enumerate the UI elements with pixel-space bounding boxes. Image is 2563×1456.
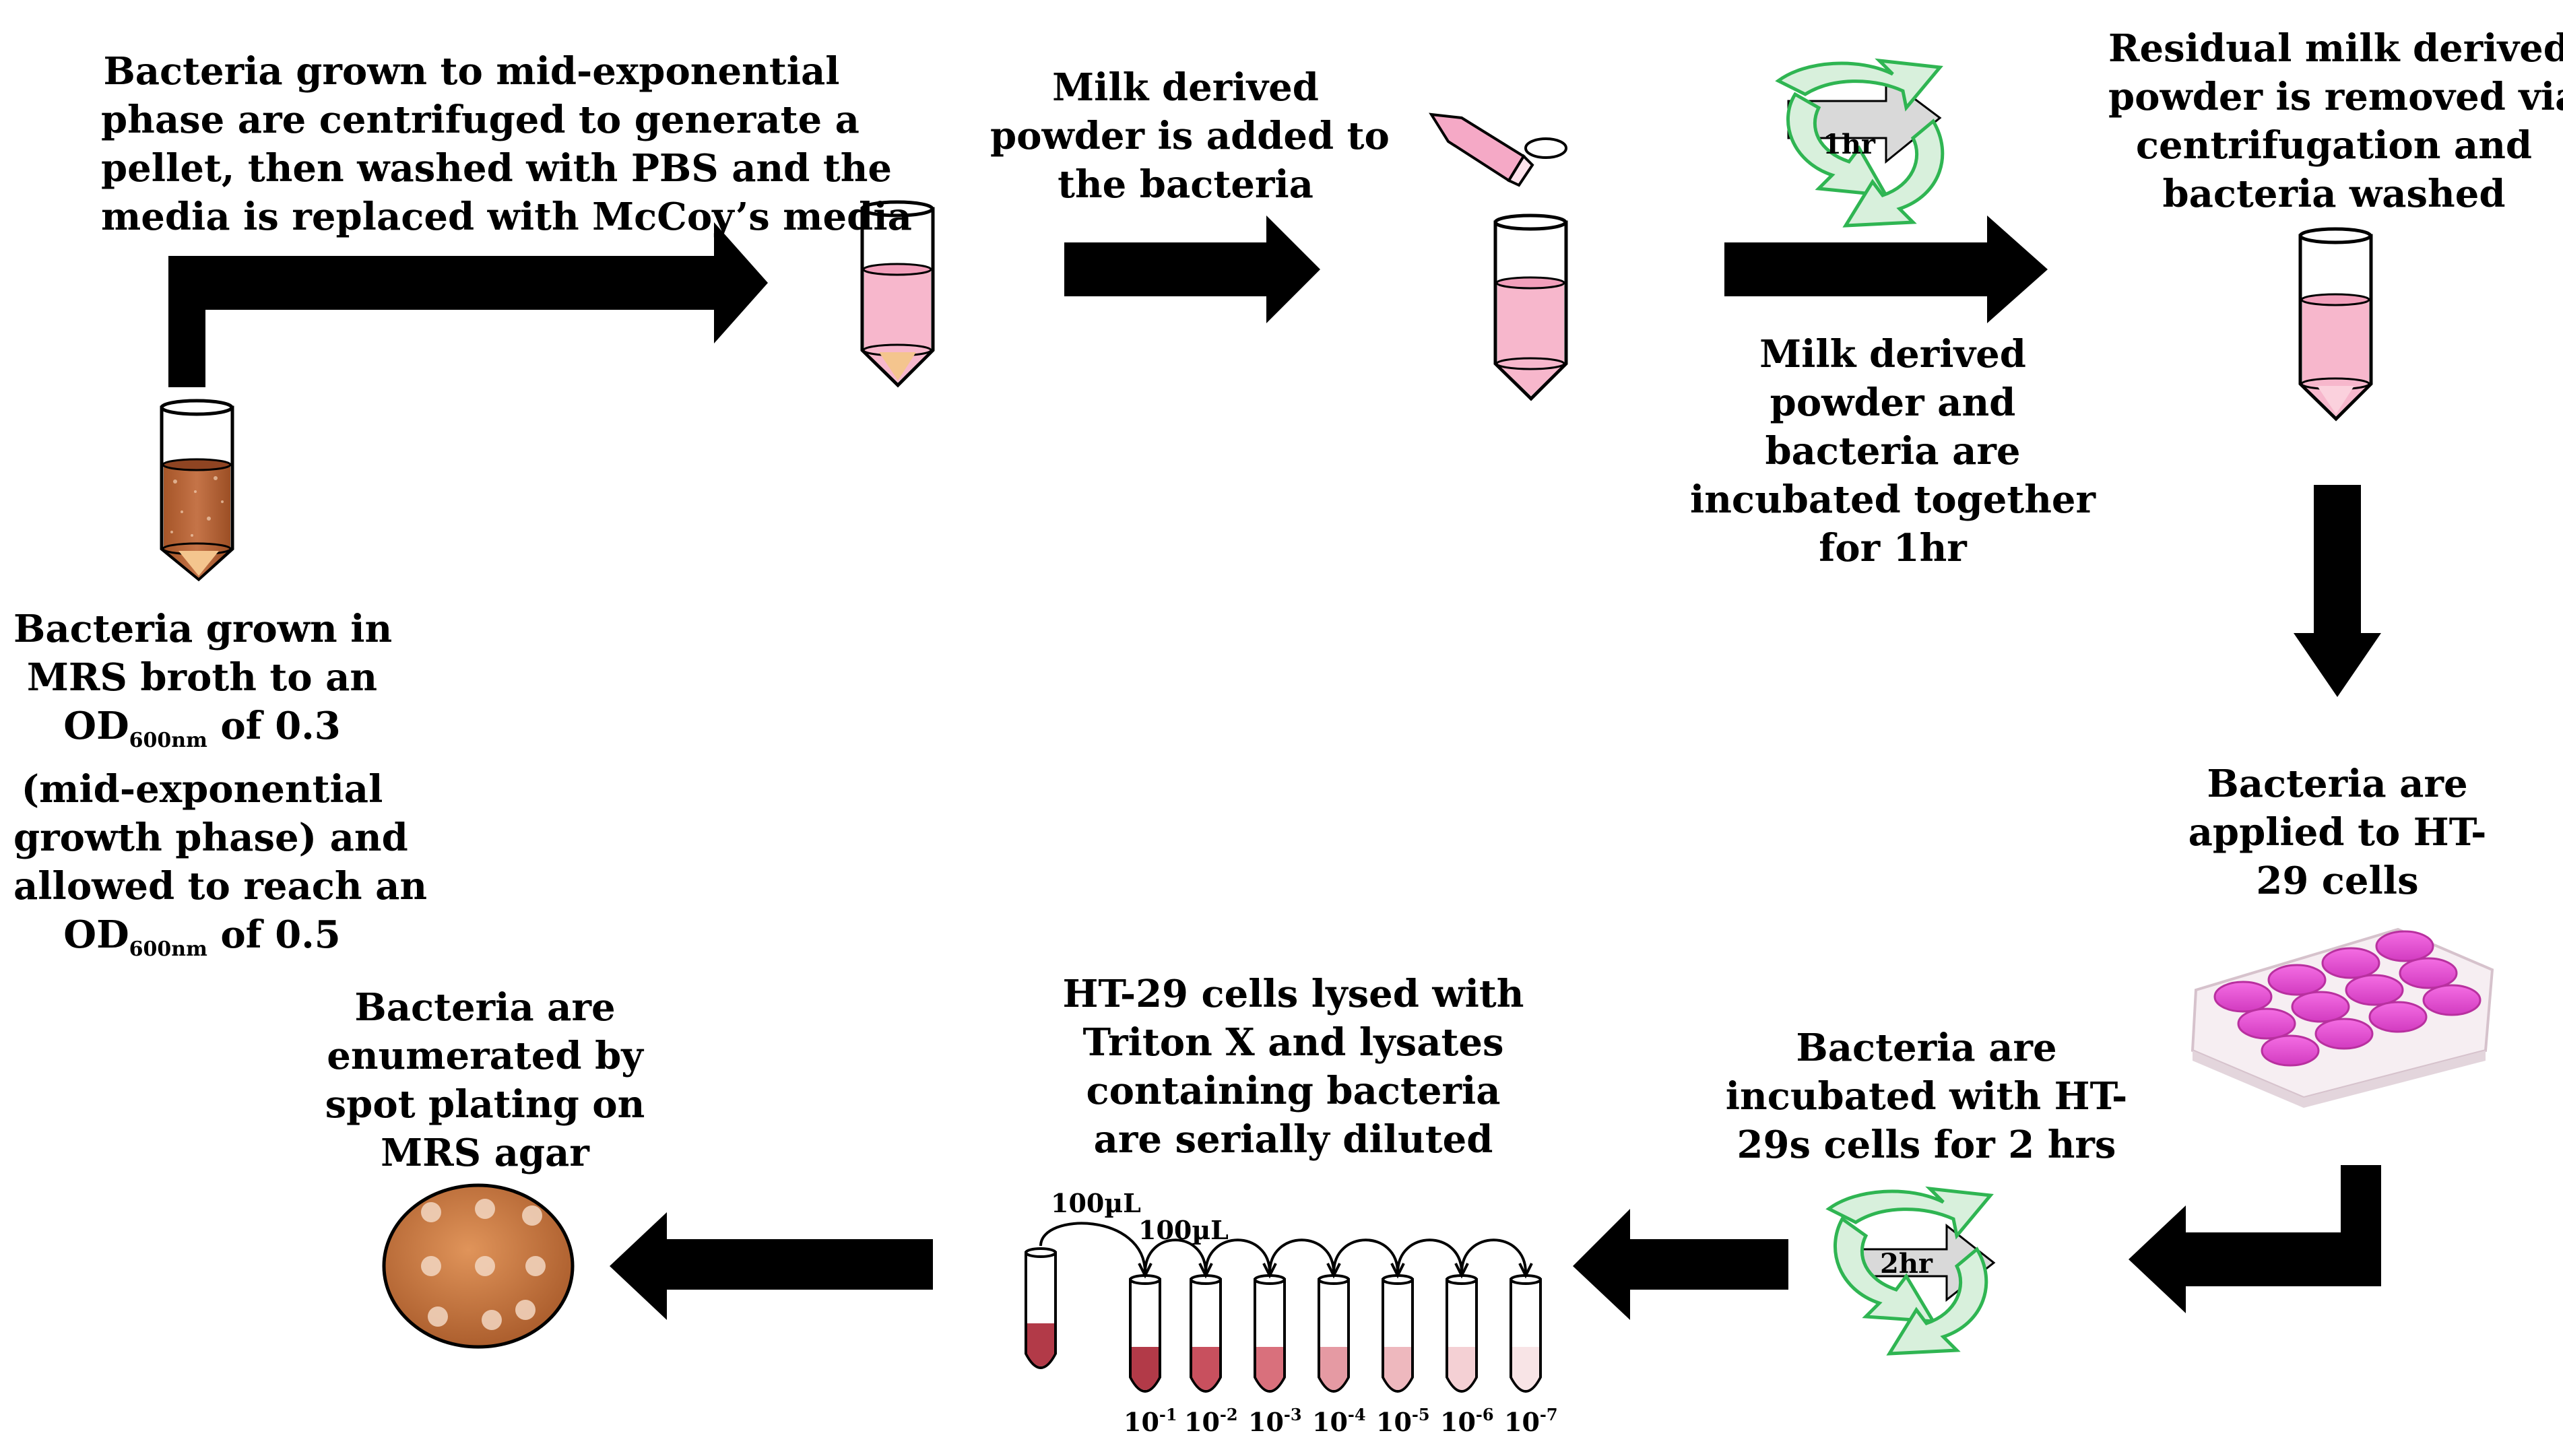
- flow-arrow-5: [2129, 1165, 2381, 1313]
- transfer-arrowhead: [1454, 1263, 1469, 1279]
- dilution-label: 10-3: [1248, 1405, 1302, 1437]
- transfer-arc: [1460, 1238, 1527, 1273]
- culture-tube: [160, 399, 234, 582]
- transfer-arrowhead: [1198, 1263, 1213, 1279]
- step-incubate-cells-label: Bacteria are incubated with HT- 29s cell…: [1725, 1026, 2128, 1167]
- flow-arrow-4: [2294, 485, 2381, 697]
- dilution-label: 10-6: [1440, 1405, 1494, 1437]
- transfer-arc: [1332, 1238, 1399, 1273]
- transfer-arrowhead: [1326, 1263, 1341, 1279]
- timer-1hr-label: 1hr: [1823, 129, 1876, 160]
- timer-1hr-icon: 1hr: [1775, 58, 1945, 228]
- dilution-tube: [1254, 1274, 1286, 1393]
- step-grow-label: Bacteria grown in MRS broth to an OD600n…: [13, 607, 428, 962]
- transfer-arrowhead: [1518, 1263, 1533, 1279]
- dilution-tube: [1446, 1274, 1478, 1393]
- transfer-arrowhead: [1390, 1263, 1405, 1279]
- transfer-arc: [1144, 1238, 1207, 1273]
- dilution-label: 10-5: [1376, 1405, 1430, 1437]
- dilution-tube: [1510, 1274, 1542, 1393]
- dilution-label: 10-4: [1312, 1405, 1366, 1437]
- transfer-arrowhead: [1262, 1263, 1277, 1279]
- transfer-arc: [1039, 1222, 1146, 1273]
- volume-label-1: 100µL: [1051, 1188, 1141, 1218]
- dilution-label: 10-2: [1184, 1405, 1238, 1437]
- transfer-arc: [1396, 1238, 1463, 1273]
- step-apply-label: Bacteria are applied to HT- 29 cells: [2188, 762, 2487, 903]
- step-enumerate-label: Bacteria are enumerated by spot plating …: [325, 985, 645, 1175]
- powder-dispenser: [1429, 112, 1567, 187]
- washed-tube: [2298, 227, 2373, 422]
- dilution-label: 10-7: [1504, 1405, 1558, 1437]
- flow-arrow-6: [1573, 1209, 1788, 1320]
- step-remove-label: Residual milk derived powder is removed …: [2108, 26, 2563, 216]
- step-add-powder-label: Milk derived powder is added to the bact…: [990, 65, 1390, 207]
- step-lyse-label: HT-29 cells lysed with Triton X and lysa…: [1062, 972, 1524, 1162]
- powder-bacteria-tube: [1493, 213, 1568, 401]
- transfer-arrowhead: [1138, 1263, 1153, 1279]
- washed-bacteria-tube: [860, 200, 935, 388]
- timer-2hr-label: 2hr: [1880, 1248, 1933, 1280]
- lysate-source-tube: [1025, 1247, 1057, 1369]
- dilution-tube: [1190, 1274, 1222, 1393]
- transfer-arc: [1204, 1238, 1271, 1273]
- flow-arrow-2: [1064, 216, 1320, 323]
- flow-arrow-3: [1724, 216, 2048, 323]
- dilution-tube: [1382, 1274, 1414, 1393]
- dilution-tube: [1129, 1274, 1161, 1393]
- timer-2hr-icon: 2hr: [1825, 1186, 1996, 1356]
- step-incubate-label: Milk derived powder and bacteria are inc…: [1689, 332, 2096, 570]
- transfer-arc: [1268, 1238, 1335, 1273]
- dilution-label: 10-1: [1124, 1405, 1177, 1437]
- volume-label-2: 100µL: [1138, 1215, 1229, 1245]
- flow-arrow-7: [610, 1212, 933, 1320]
- agar-plate: [382, 1183, 575, 1349]
- flow-arrow-1: [168, 222, 768, 387]
- step-centrifuge-label: Bacteria grown to mid-exponential phase …: [101, 49, 912, 239]
- cell-culture-plate: [2191, 927, 2494, 1108]
- dilution-tube: [1318, 1274, 1350, 1393]
